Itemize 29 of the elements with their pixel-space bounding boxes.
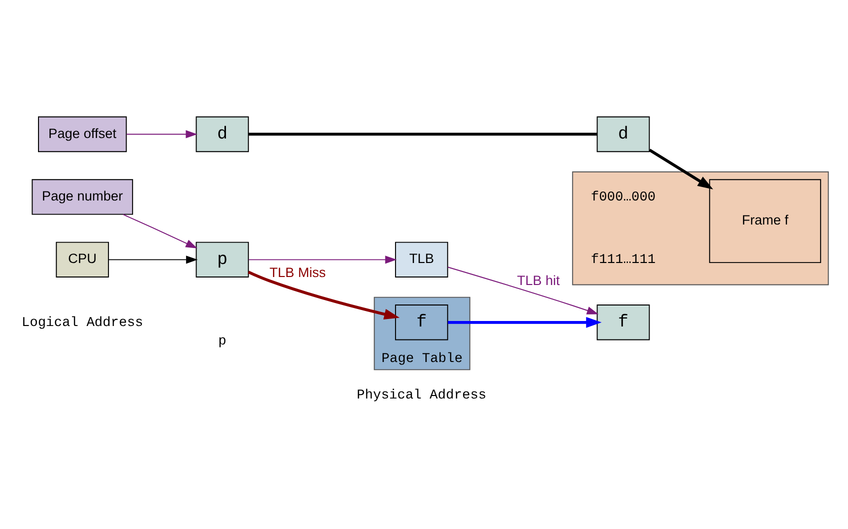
cluster bbox=[572, 171, 829, 286]
node-box: d bbox=[196, 116, 249, 152]
arrow bbox=[248, 270, 400, 320]
arrow bbox=[122, 214, 198, 248]
node-box: f bbox=[395, 304, 448, 340]
node-box: f bbox=[596, 304, 650, 340]
node-label: f000…000 bbox=[590, 190, 656, 206]
node-box: Page number bbox=[32, 179, 134, 215]
label: Physical Address bbox=[356, 388, 486, 404]
node-box: p bbox=[196, 242, 249, 278]
node-box: Page offset bbox=[38, 116, 127, 152]
node-label: Page Table bbox=[382, 352, 463, 368]
edge-label: TLB Miss bbox=[269, 265, 326, 280]
label: Logical Address bbox=[22, 316, 144, 331]
node-box: TLB bbox=[395, 242, 448, 278]
arrow bbox=[447, 266, 599, 314]
arrow bbox=[448, 316, 602, 328]
label: p bbox=[218, 334, 226, 350]
node-label: f111…111 bbox=[590, 253, 656, 268]
node-box: Frame f bbox=[709, 179, 822, 264]
cluster bbox=[374, 296, 470, 370]
arrow bbox=[648, 148, 714, 190]
arrow bbox=[248, 256, 397, 264]
node-box: CPU bbox=[56, 242, 109, 278]
edge-label: TLB hit bbox=[516, 272, 560, 288]
node-box: d bbox=[596, 116, 650, 152]
arrow bbox=[108, 256, 198, 264]
connector bbox=[248, 132, 598, 136]
arrow bbox=[126, 130, 198, 138]
